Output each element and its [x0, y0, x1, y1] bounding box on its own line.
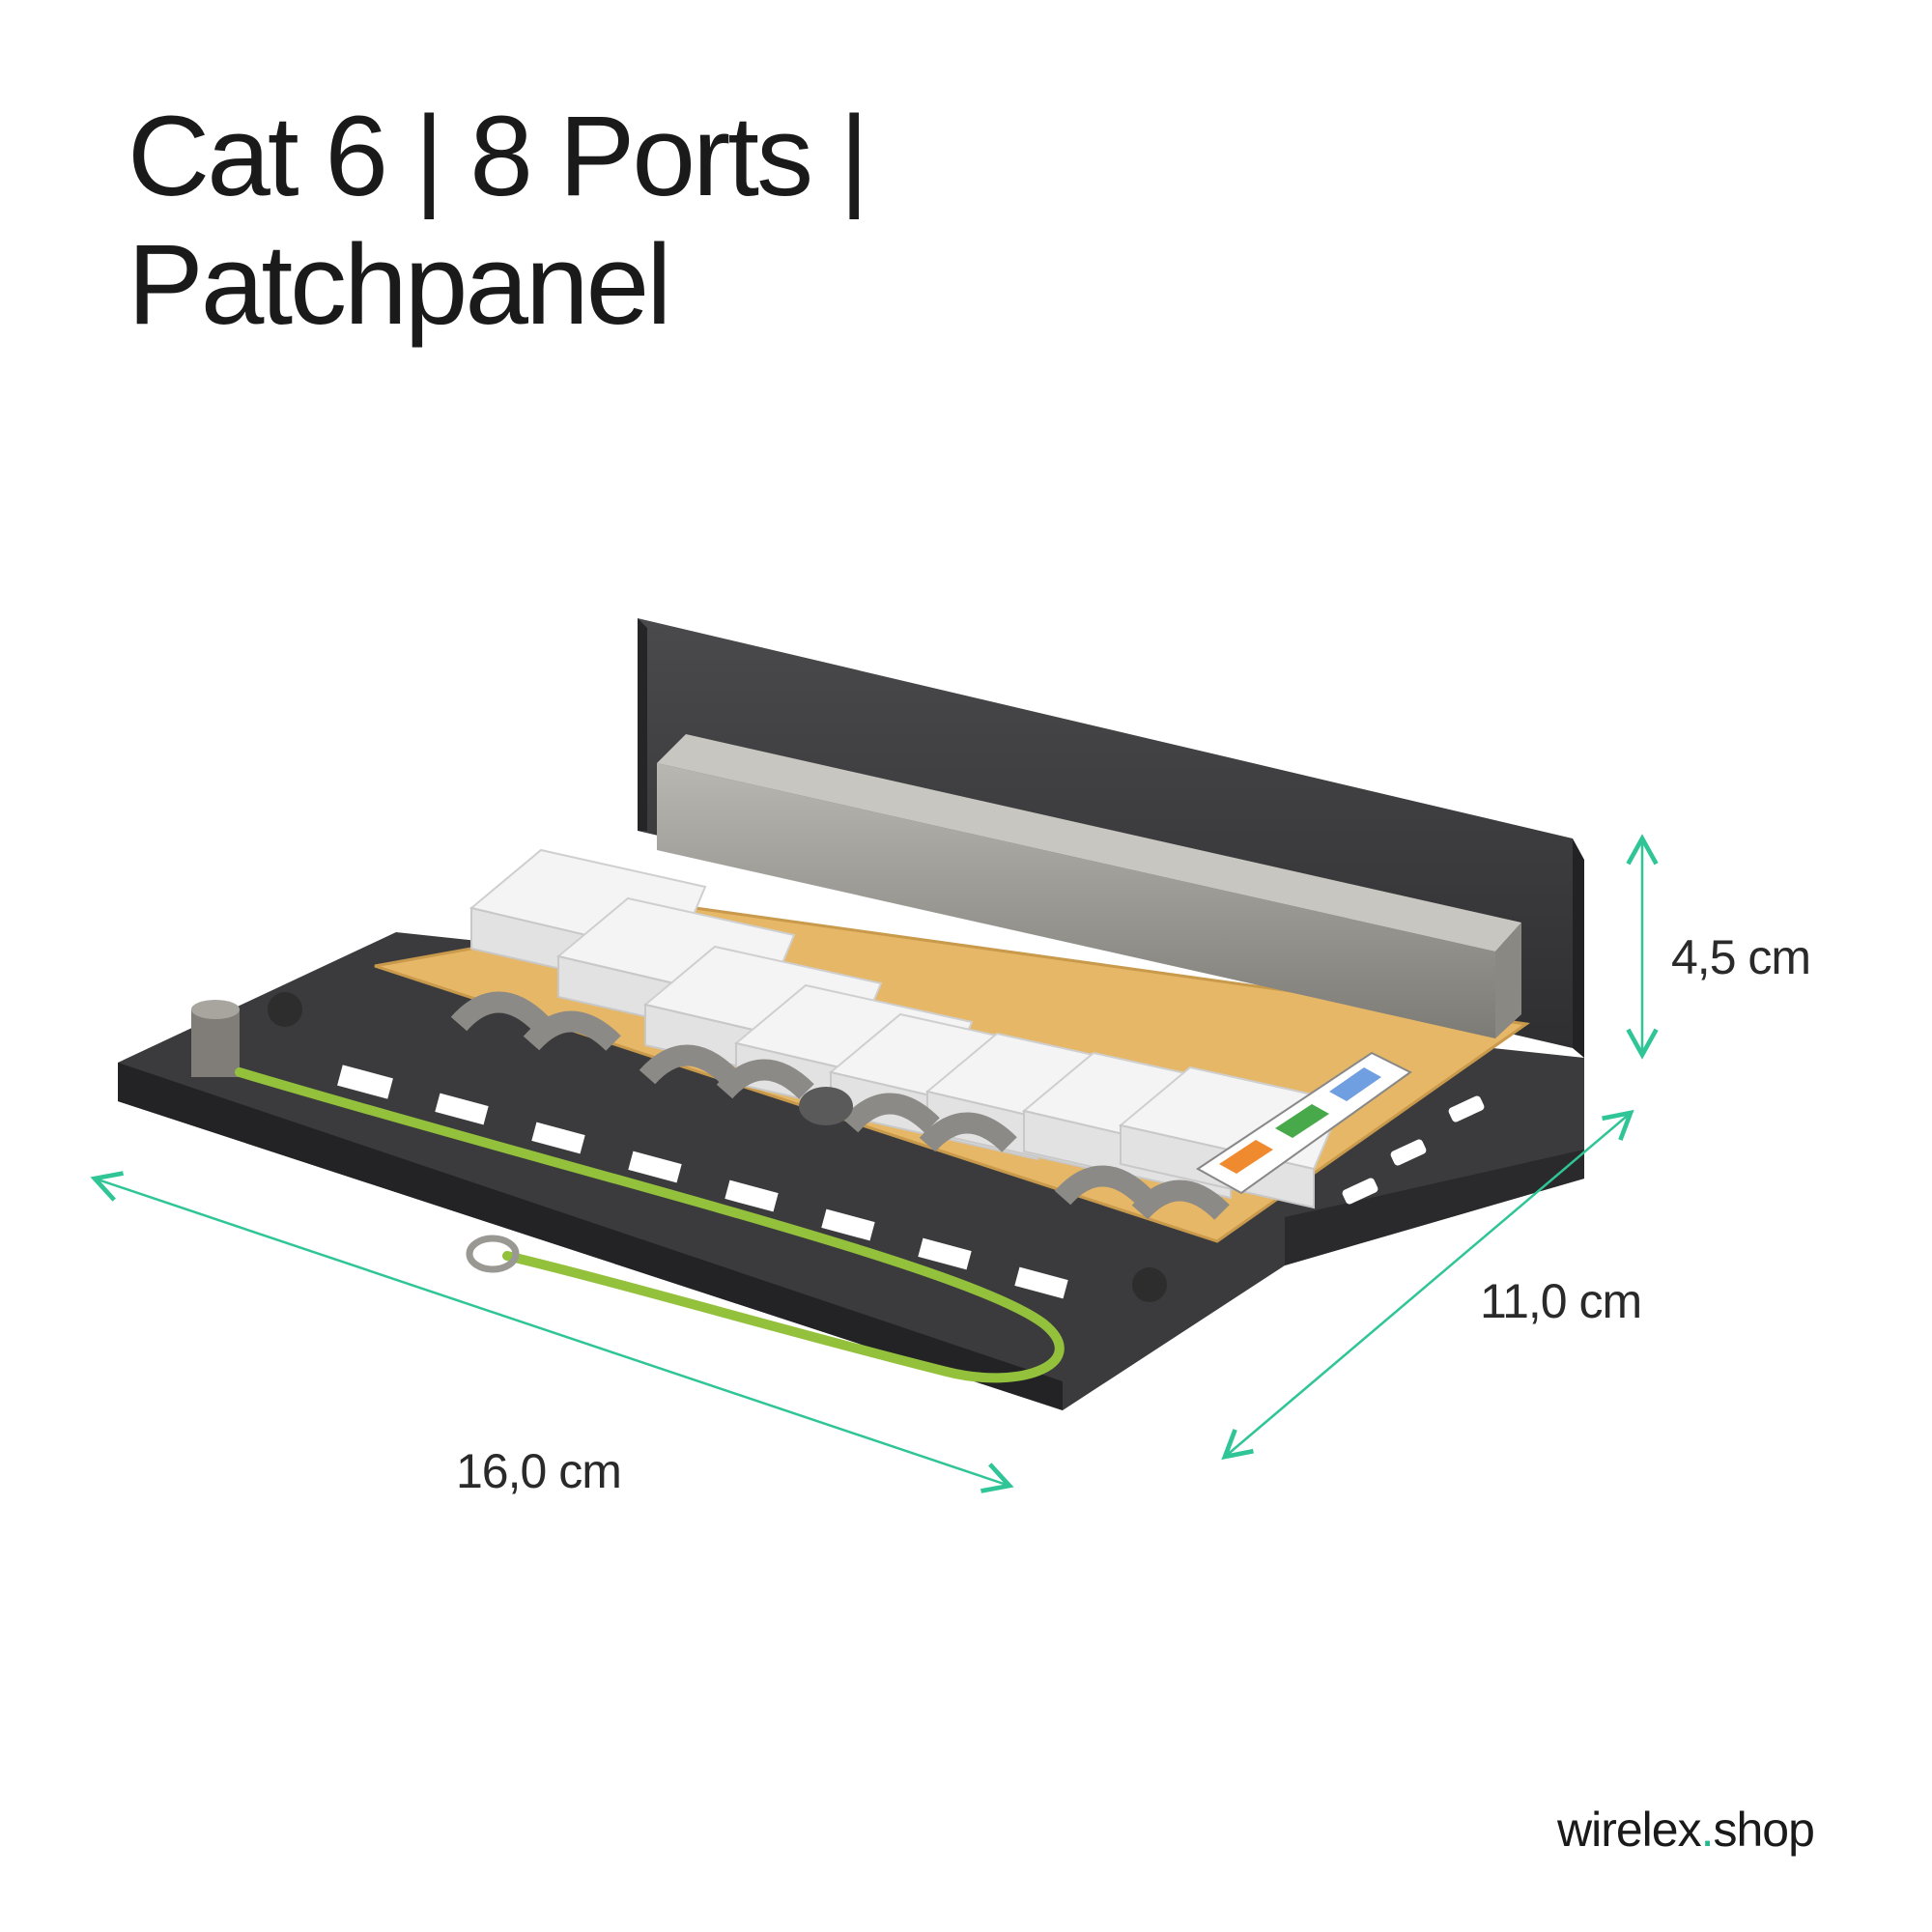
mounting-hole	[799, 1087, 853, 1125]
height-dimension-label: 4,5 cm	[1671, 930, 1811, 984]
shield-clamp	[841, 1093, 940, 1134]
shield-clamp	[450, 991, 549, 1033]
title-line-1: Cat 6 | 8 Ports |	[128, 93, 869, 220]
port-cutout	[435, 1093, 489, 1125]
brand-tld: shop	[1713, 1803, 1815, 1857]
ground-screw-right	[1132, 1267, 1167, 1302]
width-dimension-label: 16,0 cm	[456, 1444, 622, 1498]
port-cutout	[1014, 1266, 1068, 1299]
cable-shield-clamps	[450, 991, 1230, 1221]
brand-logo: wirelex.shop	[1557, 1802, 1815, 1858]
shield-clamp	[1054, 1165, 1152, 1207]
depth-dimension-arrow	[1221, 1109, 1634, 1461]
shield-clamp	[919, 1112, 1017, 1153]
port-cutout	[531, 1122, 585, 1154]
port-cutout	[337, 1065, 393, 1099]
shield-clamp	[716, 1059, 814, 1100]
shield-clamp	[1131, 1179, 1230, 1221]
ground-screw-left	[191, 992, 302, 1077]
page-title: Cat 6 | 8 Ports | Patchpanel	[128, 93, 869, 351]
keystone-shield-box	[657, 734, 1521, 1038]
title-line-2: Patchpanel	[128, 221, 671, 350]
brand-name: wirelex	[1557, 1803, 1702, 1857]
width-dimension-arrow	[90, 1171, 1014, 1493]
lsa-terminal-blocks	[469, 848, 1345, 1209]
depth-dimension-label: 11,0 cm	[1480, 1274, 1642, 1328]
shield-clamp	[523, 1010, 621, 1052]
shield-clamp	[639, 1044, 737, 1086]
brand-dot: .	[1700, 1803, 1715, 1857]
